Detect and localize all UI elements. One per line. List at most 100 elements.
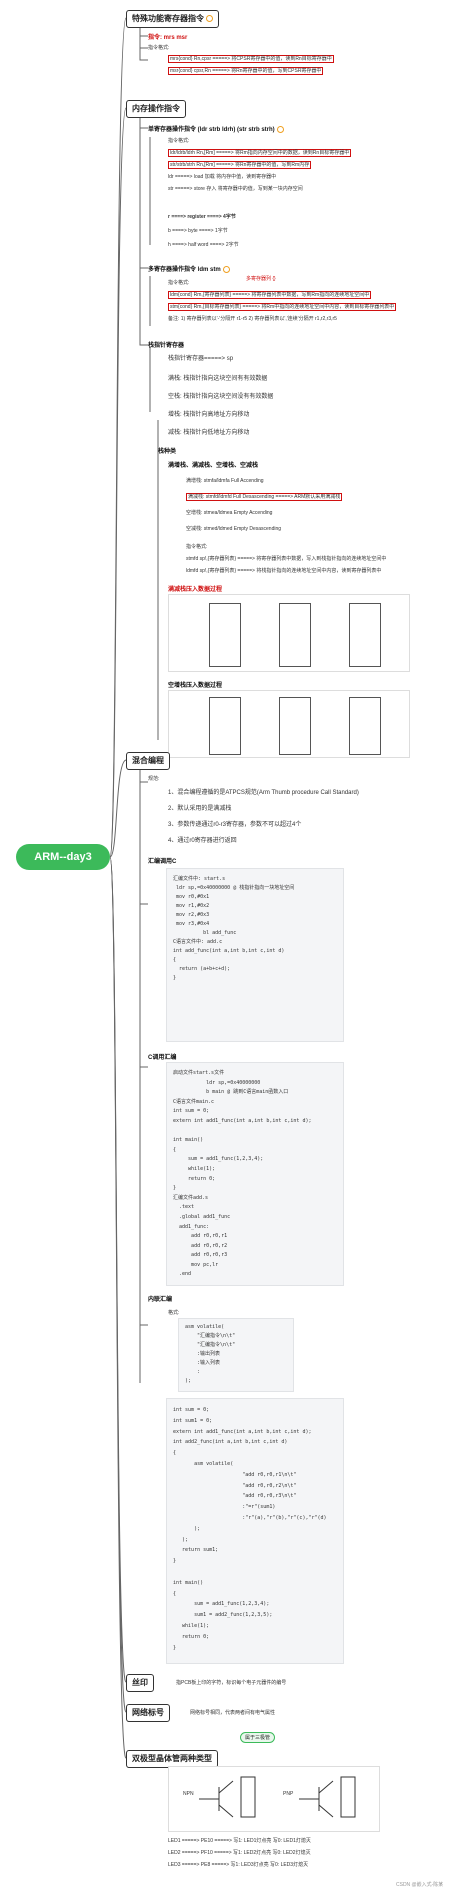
clock-icon [206,15,213,23]
stack-diagram-1 [209,603,241,667]
size-r: r ====> register ====> 4字节 [168,214,236,220]
pnp-label: PNP [283,1791,294,1797]
transistor-diagram [199,1776,356,1818]
code-block-2: 启动文件start.s文件 ldr sp,=0x40000000 b main … [173,1069,311,1280]
code-line: int main() [173,1137,204,1144]
code-line: b main @ 跳到C语言main函数入口 [173,1089,289,1096]
code-line: add r0,r0,r3 [173,1252,228,1259]
code-line: mov r0,#0x1 [173,894,210,900]
stack-kinds: 栈种类 [158,449,177,455]
code-line: .global add1_func [173,1213,231,1220]
single-ldr-line: ldr/ldrb/ldrh Rn,[Rm] =====> 将Rm指向内存空间中的… [168,149,352,157]
code-line: } [173,1185,177,1192]
stack-ldmfd: ldmfd sp!,{寄存器列表} =====> 将栈指针指向的连续地址空间中内… [186,568,382,574]
code-line: "汇编指令\n\t" [185,1333,236,1339]
stack-diagram-6 [349,697,381,755]
code-line: return 0; [173,1633,210,1640]
code-line: ldr sp,=0x40000000 @ 栈指针指向一块地址空间 [173,885,295,891]
code-line: "add r0,r0,r2\n\t" [173,1482,297,1489]
clock-icon [222,265,230,273]
stack-diagram-2 [279,603,311,667]
code-line: sum = add1_func(1,2,3,4); [173,1601,270,1608]
topic-mixed-programming[interactable]: 混合编程 [126,752,170,770]
code-line: :输出列表 [185,1351,221,1357]
single-ldr-desc: ldr =====> load 加载 将内存中值，读到寄存器中 [168,174,277,180]
code-line: sum1 = add2_func(1,2,3,5); [173,1612,273,1619]
special-mrs-line: mrs{cond} Rn,cpsr =====> 将CPSR寄存器中的值，读到R… [168,55,334,63]
code-line: 汇编文件中: start.s [173,876,226,882]
inline-asm-title: 内联汇编 [148,1297,173,1303]
multi-stm-line: stm{cond} Rm,{目标寄存器列表} =====> 将Rm中指向的连续地… [168,303,397,311]
code-line: ); [173,1525,201,1532]
stack-full: 满栈: 栈指针指向这块空间有有效数据 [168,376,268,382]
code-line: 启动文件start.s文件 [173,1070,225,1076]
kind-ed: 空减栈: stmed/ldmed Empty Desascending [186,526,282,532]
stack-kinds-title: 满增栈、满减栈、空增栈、空减栈 [168,463,259,469]
code-line: int add_func(int a,int b,int c,int d) [173,948,285,954]
topic-memory-ops[interactable]: 内存操作指令 [126,100,186,118]
kind-fd: 满减栈: stmfd/ldmfd Full Desascending =====… [186,493,343,501]
code-panel-2: 启动文件start.s文件 ldr sp,=0x40000000 b main … [166,1062,344,1286]
code-line: extern int add1_func(int a,int b,int c,i… [173,1117,312,1124]
code-line: return sum1; [173,1547,219,1554]
topic-special-register[interactable]: 特殊功能寄存器指令 [126,10,219,28]
code-panel-3: asm volatile( "汇编指令\n\t" "汇编指令\n\t" :输出列… [178,1318,294,1392]
code-line: .text [173,1204,195,1211]
code-line: { [173,1450,177,1457]
code-line: "汇编指令\n\t" [185,1342,236,1348]
code-line: extern int add1_func(int a,int b,int c,i… [173,1428,312,1435]
stack-stmfd: stmfd sp!,{寄存器列表} =====> 将寄存器列表中数据，写入到栈指… [186,556,387,562]
code-line: C语言文件中: add.c [173,939,223,945]
code-line: return 0; [173,1175,216,1182]
stack-fmt: 指令格式: [186,544,208,550]
pop-figure [168,690,410,758]
code-panel-1: 汇编文件中: start.s ldr sp,=0x40000000 @ 栈指针指… [166,868,344,1042]
silk-text: 指PCB板上印的字符，标识每个电子元器件的编号 [176,1680,287,1686]
stack-empty: 空栈: 栈指针指向这块空间没有有效数据 [168,394,274,400]
kind-fa: 满增栈: stmfa/ldmfa Full Accending [186,478,264,484]
code-line: int sum1 = 0; [173,1417,213,1424]
code-line: while(1); [173,1622,210,1629]
code-line: "add r0,r0,r3\n\t" [173,1493,297,1500]
single-str-desc: str =====> store 存入 将寄存器中的值，写到某一块内存空间 [168,186,303,192]
topic-special-register-label: 特殊功能寄存器指令 [132,14,204,23]
code-line: add r0,r0,r2 [173,1242,228,1249]
code-line: .end [173,1271,192,1278]
net-text: 网络标号相同，代表两者间有电气属性 [190,1710,276,1716]
stack-desc: 减栈: 栈指针向低地址方向移动 [168,430,250,436]
root-node[interactable]: ARM--day3 [16,844,110,870]
code-line: asm volatile( [185,1324,225,1330]
code-line: sum = add1_func(1,2,3,4); [173,1156,264,1163]
topic-net-label[interactable]: 网络标号 [126,1704,170,1722]
rule-1: 1、混合编程遵循的是ATPCS规范(Arm Thumb procedure Ca… [168,790,359,796]
code-line [173,1567,327,1578]
code-line: 汇编文件add.s [173,1194,209,1201]
stack-pointer-title: 栈指针寄存器 [148,343,185,349]
code-line: int sum = 0; [173,1407,210,1413]
code-line: ); [185,1378,192,1384]
topic-silk[interactable]: 丝印 [126,1674,154,1692]
size-h: h ====> half word ====> 2字节 [168,242,239,248]
asm-call-c-title: 汇编调用C [148,859,177,865]
code-line: { [173,1146,177,1153]
bjt-figure: NPN PNP [168,1766,380,1832]
code-line: :"r"(a),"r"(b),"r"(c),"r"(d) [173,1514,327,1521]
single-str-line: str/strb/strh Rn,[Rm] =====> 将Rn寄存器中的值，写… [168,161,312,169]
code-block-1: 汇编文件中: start.s ldr sp,=0x40000000 @ 栈指针指… [173,875,294,983]
special-msr-line: msr{cond} cpsr,Rn =====> 将Rn寄存器中的值，写到CPS… [168,67,324,75]
pop-title: 空增栈压入数据过程 [168,683,223,689]
mixed-rule: 规范: [148,776,160,782]
stack-diagram-3 [349,603,381,667]
special-format-label: 指令格式: [148,45,170,51]
code-line: C语言文件main.c [173,1098,215,1105]
code-line: :输入列表 [185,1360,221,1366]
stack-asc: 增栈: 栈指针向高地址方向移动 [168,412,250,418]
code-line: int main() [173,1579,204,1586]
code-block-3: asm volatile( "汇编指令\n\t" "汇编指令\n\t" :输出列… [185,1323,235,1386]
multi-ldm-line: ldm{cond} Rm,{寄存器列表} =====> 将寄存器列表中数据，写到… [168,291,372,299]
code-line: { [173,1590,177,1597]
code-line: add r0,r0,r1 [173,1233,228,1240]
rule-2: 2、默认采用的是满减栈 [168,806,232,812]
c-call-asm-title: C调用汇编 [148,1055,177,1061]
code-line: mov pc,lr [173,1261,219,1268]
